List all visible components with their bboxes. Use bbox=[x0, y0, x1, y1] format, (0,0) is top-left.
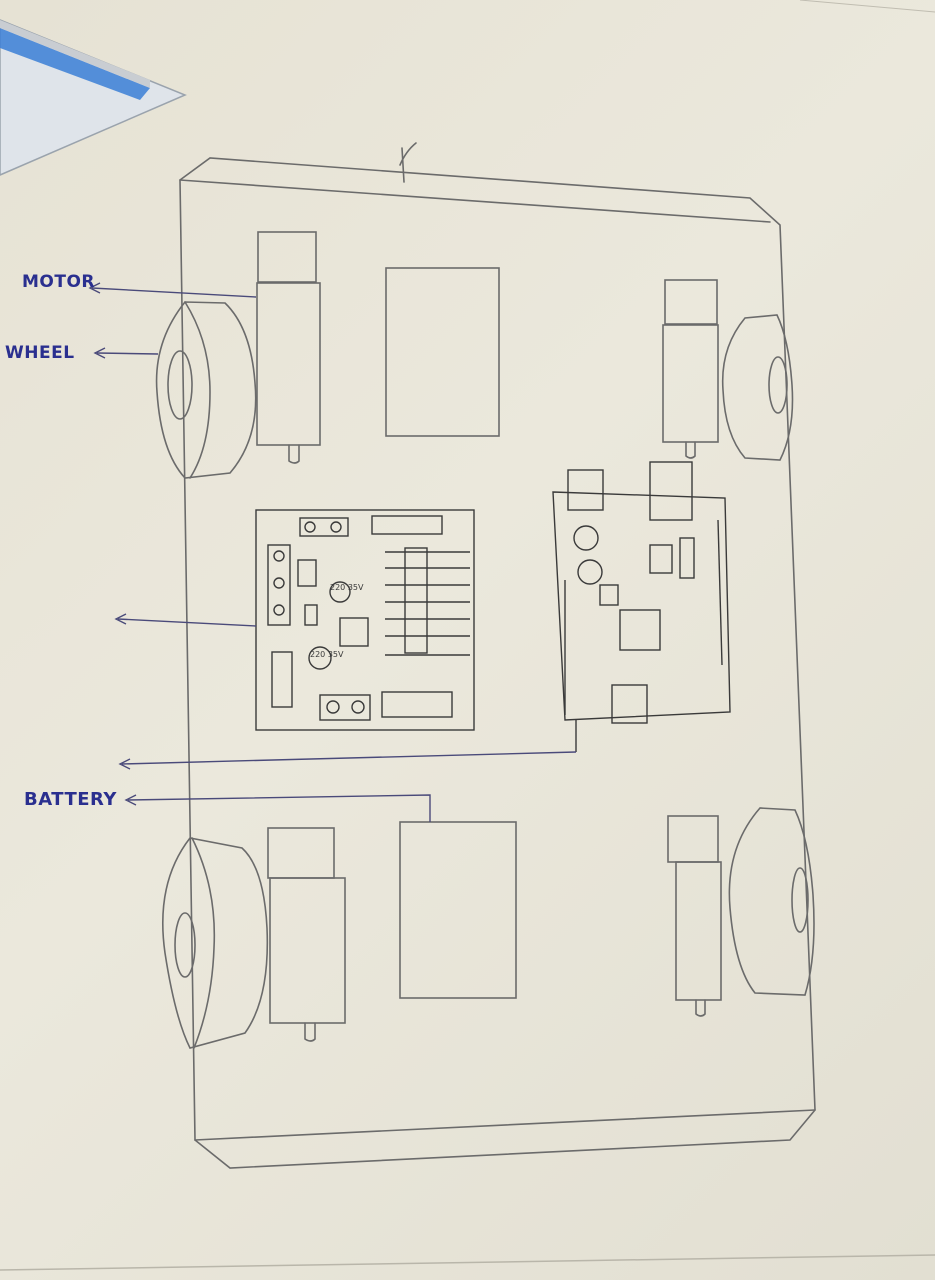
driver-arrow bbox=[116, 614, 256, 626]
motor-bottom-right bbox=[668, 816, 721, 1016]
motor-top-right bbox=[663, 280, 718, 458]
motor-label: MOTOR bbox=[22, 272, 95, 292]
wheel-top-right bbox=[723, 315, 793, 460]
wheel-top-left bbox=[157, 302, 256, 478]
motor-bottom-left bbox=[268, 828, 345, 1041]
motor-driver-board bbox=[256, 510, 474, 730]
battery-arrow bbox=[126, 795, 430, 822]
set-square-ruler bbox=[0, 20, 185, 175]
component-block-top bbox=[386, 268, 499, 436]
capacitor-label-1: 220 35V bbox=[330, 583, 364, 592]
wheel-bottom-left bbox=[163, 838, 268, 1048]
motor-top-left bbox=[257, 232, 320, 463]
wheel-bottom-right bbox=[729, 808, 814, 995]
motor-arrow bbox=[90, 283, 256, 297]
microcontroller-board bbox=[553, 462, 730, 752]
chassis-outline bbox=[180, 143, 815, 1168]
capacitor-label-2: 220 35V bbox=[310, 650, 344, 659]
wheel-arrow bbox=[95, 348, 158, 358]
wheel-label: WHEEL bbox=[5, 343, 75, 363]
battery-label: BATTERY bbox=[24, 789, 117, 810]
battery-pack bbox=[400, 822, 516, 998]
